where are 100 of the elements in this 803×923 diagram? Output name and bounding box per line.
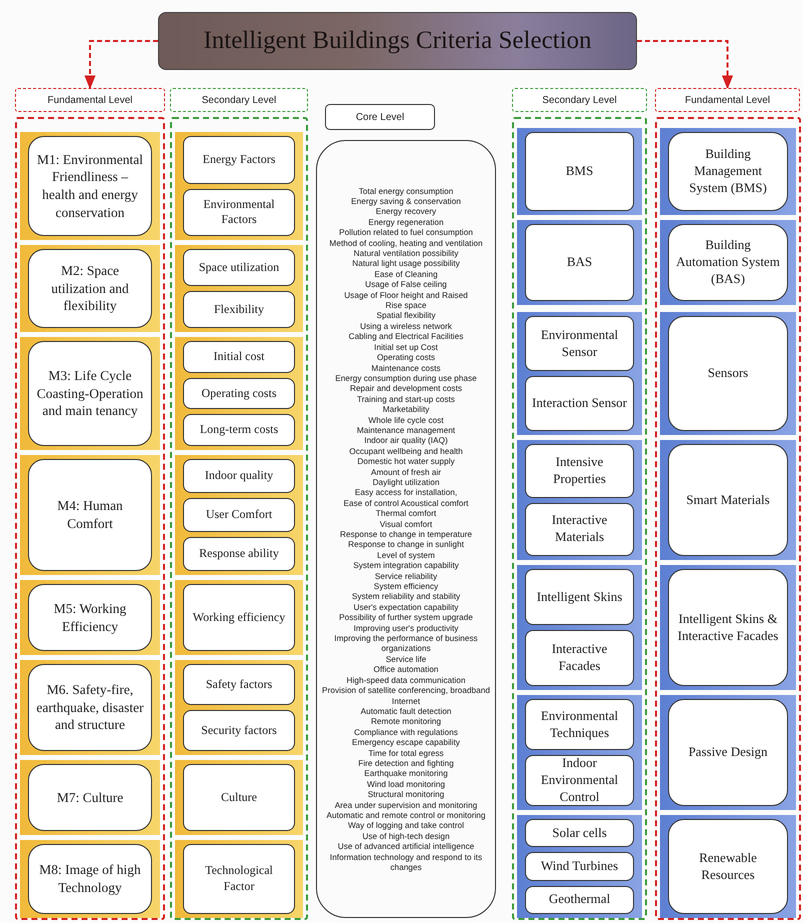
criteria-box: Intensive Properties xyxy=(525,444,634,498)
criterion-text: Maintenance management xyxy=(356,424,456,436)
criteria-box: Environmental Techniques xyxy=(525,699,634,750)
criteria-box: Solar cells xyxy=(525,819,634,848)
criteria-box: Intelligent Skins xyxy=(525,569,634,625)
criteria-box: Interactive Materials xyxy=(525,502,634,556)
criteria-box: Geothermal xyxy=(525,886,634,914)
criterion-text: Service life xyxy=(386,654,426,664)
criterion-text: Response to change in sunlight xyxy=(348,539,464,550)
criterion-text: Usage of False ceiling xyxy=(365,279,447,290)
criterion-text: Pollution related to fuel consumption xyxy=(339,227,473,238)
criterion-text: Energy saving & conservation xyxy=(351,196,461,206)
criterion-text: Ease of control Acoustical comfort xyxy=(344,498,468,508)
dashed-column-frame xyxy=(15,117,165,920)
criterion-text: Cabling and Electrical Facilities xyxy=(348,331,464,342)
criteria-box: Culture xyxy=(183,764,295,831)
criterion-text: Earthquake monitoring xyxy=(364,768,448,779)
criterion-text: Ease of Cleaning xyxy=(374,268,438,280)
dashed-arrow xyxy=(637,40,734,90)
criteria-box: Interaction Sensor xyxy=(525,376,634,431)
criterion-text: Natural light usage possibility xyxy=(352,258,460,269)
level-label: Fundamental Level xyxy=(15,88,165,112)
criteria-box: M7: Culture xyxy=(28,764,152,831)
criteria-box: Interactive Facades xyxy=(525,630,634,686)
criterion-text: Improving the performance of business organizations xyxy=(333,633,479,654)
criteria-box: Building Automation System (BAS) xyxy=(668,224,788,301)
criterion-text: Structural monitoring xyxy=(368,789,444,800)
criteria-box: Energy Factors xyxy=(183,136,295,184)
criteria-box: Flexibility xyxy=(183,291,295,328)
criterion-text: Response to change in temperature xyxy=(340,529,472,540)
criteria-box: Environmental Sensor xyxy=(525,316,634,371)
criterion-text: Level of system xyxy=(377,550,435,560)
criteria-box: Indoor quality xyxy=(183,459,295,493)
criterion-text: Daylight utilization xyxy=(372,476,440,488)
criteria-box: Environmental Factors xyxy=(183,188,295,236)
criteria-box: M1: Environmental Friendliness – health and energy conservation xyxy=(28,136,152,236)
criteria-box: Response ability xyxy=(183,537,295,571)
criteria-box: Technological Factor xyxy=(183,844,295,914)
criterion-text: Thermal comfort xyxy=(376,508,436,519)
level-label: Core Level xyxy=(325,104,435,130)
criterion-text: Occupant wellbeing and health xyxy=(349,446,463,456)
criteria-box: Smart Materials xyxy=(668,444,788,556)
criterion-text: Way of logging and take control xyxy=(348,820,464,831)
criterion-text: Using a wireless network xyxy=(360,320,452,332)
criterion-text: Easy access for installation, xyxy=(354,487,458,498)
criterion-text: Energy consumption during use phase xyxy=(335,372,477,384)
criterion-text: Area under supervision and monitoring xyxy=(334,800,478,810)
dashed-column-frame xyxy=(512,117,647,920)
criteria-box: User Comfort xyxy=(183,498,295,532)
criterion-text: Time for total egress xyxy=(368,748,444,758)
criterion-text: System reliability and stability xyxy=(352,591,460,602)
criteria-box: Building Management System (BMS) xyxy=(668,132,788,211)
criteria-box: BAS xyxy=(525,224,634,301)
criteria-box: Working efficiency xyxy=(183,584,295,651)
criterion-text: Improving user's productivity xyxy=(354,622,458,634)
criterion-text: Possibility of further system upgrade xyxy=(339,612,473,623)
criterion-text: Remote monitoring xyxy=(370,716,442,727)
criterion-text: Emergency escape capability xyxy=(352,737,460,748)
level-label: Fundamental Level xyxy=(655,88,800,112)
level-label: Secondary Level xyxy=(512,88,647,112)
criterion-text: Rise space xyxy=(385,300,427,310)
criterion-text: Total energy consumption xyxy=(358,186,454,196)
criterion-text: Training and start-up costs xyxy=(357,394,455,404)
criterion-text: Provision of satellite conferencing, broadband Internet xyxy=(321,685,491,706)
criterion-text: Initial set up Cost xyxy=(374,342,438,352)
criteria-box: M6. Safety-fire, earthquake, disaster and structure xyxy=(28,664,152,751)
criteria-box: Security factors xyxy=(183,710,295,751)
criterion-text: System integration capability xyxy=(353,560,459,571)
dashed-arrow xyxy=(84,40,158,90)
criterion-text: Spatial flexibility xyxy=(376,310,436,321)
criterion-text: Marketability xyxy=(382,404,430,415)
criteria-box: Safety factors xyxy=(183,664,295,705)
criteria-box: Long-term costs xyxy=(183,414,295,446)
criterion-text: Office automation xyxy=(374,664,438,675)
criteria-box: M5: Working Efficiency xyxy=(28,584,152,651)
criteria-box: Indoor Environmental Control xyxy=(525,755,634,806)
criteria-box: Operating costs xyxy=(183,378,295,410)
criterion-text: Amount of fresh air xyxy=(370,466,442,477)
criteria-box: M4: Human Comfort xyxy=(28,459,152,571)
criterion-text: System efficiency xyxy=(374,581,438,592)
level-label: Secondary Level xyxy=(170,88,308,112)
criterion-text: Whole life cycle cost xyxy=(368,414,444,425)
criterion-text: Operating costs xyxy=(376,352,436,362)
criterion-text: Wind load monitoring xyxy=(367,778,445,790)
core-criteria-box xyxy=(316,140,496,918)
criteria-box: Initial cost xyxy=(183,341,295,373)
criterion-text: Maintenance costs xyxy=(371,362,441,373)
criteria-box: Passive Design xyxy=(668,699,788,806)
criterion-text: Fire detection and fighting xyxy=(358,758,454,768)
criterion-text: Energy recovery xyxy=(376,206,436,217)
criterion-text: Automatic fault detection xyxy=(360,706,452,716)
title-banner: Intelligent Buildings Criteria Selection xyxy=(158,12,637,70)
criteria-box: Space utilization xyxy=(183,249,295,286)
criterion-text: Compliance with regulations xyxy=(354,726,458,738)
criteria-box: M3: Life Cycle Coasting-Operation and main tenancy xyxy=(28,341,152,446)
criterion-text: Service reliability xyxy=(374,570,438,582)
criterion-text: Indoor air quality (IAQ) xyxy=(364,435,448,446)
criteria-box: BMS xyxy=(525,132,634,211)
criteria-box: Wind Turbines xyxy=(525,852,634,881)
criterion-text: High-speed data communication xyxy=(346,674,466,686)
